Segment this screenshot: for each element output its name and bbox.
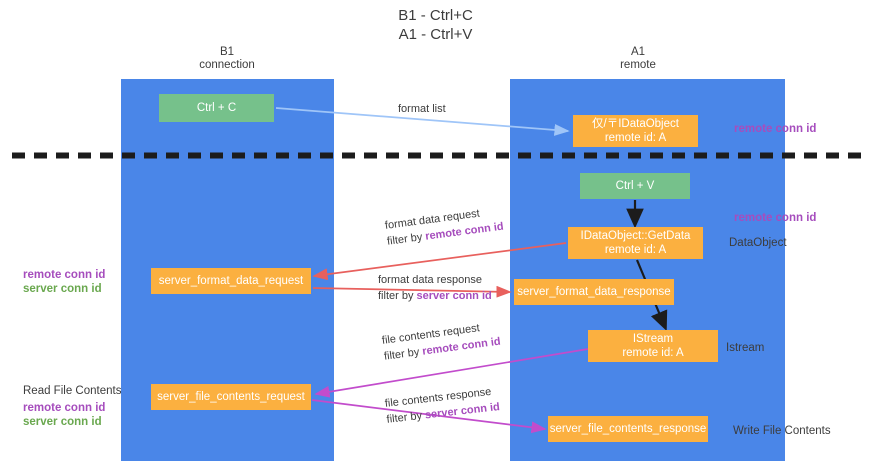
node-server-file-contents-request-label: server_file_contents_request (157, 391, 305, 403)
annotation-server-conn-id-left-bottom: server conn id (23, 416, 102, 428)
diagram-title: B1 - Ctrl+C A1 - Ctrl+V (0, 6, 871, 44)
node-istream-remote-id: remote id: A (622, 347, 684, 359)
annotation-remote-conn-id-left-middle: remote conn id (23, 269, 106, 281)
title-line-1: B1 - Ctrl+C (398, 7, 473, 24)
column-header-b1: B1 connection (147, 46, 307, 72)
node-idataobject-title: 仅/〒IDataObject (592, 118, 679, 130)
arrow-label-file-contents-request: file contents request filter by remote c… (381, 318, 502, 365)
filter-key-server-conn-id-1: server conn id (416, 290, 492, 302)
filter-by-text-3: filter by (383, 346, 421, 363)
arrow-label-format-list: format list (398, 103, 446, 115)
node-ctrl-v-label: Ctrl + V (615, 180, 655, 192)
node-idataobject[interactable]: 仅/〒IDataObject remote id: A (573, 115, 698, 147)
node-ctrl-c-label: Ctrl + C (196, 102, 237, 114)
arrow-label-format-data-response: format data response filter by server co… (378, 272, 492, 304)
node-server-format-data-response[interactable]: server_format_data_response (514, 279, 674, 305)
annotation-conn-ids-bottom: remote conn id server conn id (23, 401, 105, 429)
annotation-istream: Istream (726, 342, 765, 354)
node-idataobject-getdata[interactable]: IDataObject::GetData remote id: A (568, 227, 703, 259)
column-header-a1-sub: remote (620, 59, 656, 71)
annotation-dataobject: DataObject (729, 237, 787, 249)
node-getdata-title: IDataObject::GetData (580, 230, 691, 242)
node-server-file-contents-request[interactable]: server_file_contents_request (151, 384, 311, 410)
filter-by-text-1: filter by (386, 231, 424, 248)
arrow-label-format-data-request: format data request filter by remote con… (384, 203, 505, 250)
node-istream-title: IStream (632, 333, 674, 345)
arrow-label-file-contents-response: file contents response filter by server … (384, 383, 501, 428)
node-ctrl-c[interactable]: Ctrl + C (159, 94, 274, 122)
node-istream[interactable]: IStream remote id: A (588, 330, 718, 362)
title-line-2: A1 - Ctrl+V (398, 26, 473, 43)
column-header-a1: A1 remote (558, 46, 718, 72)
node-server-format-data-response-label: server_format_data_response (517, 286, 671, 298)
node-server-file-contents-response[interactable]: server_file_contents_response (548, 416, 708, 442)
filter-by-text-4: filter by (386, 409, 423, 426)
node-idataobject-remote-id: remote id: A (604, 132, 667, 144)
column-header-b1-sub: connection (199, 59, 255, 71)
annotation-read-file-contents: Read File Contents (23, 385, 122, 397)
column-header-a1-name: A1 (630, 46, 646, 58)
node-server-file-contents-response-label: server_file_contents_response (549, 423, 707, 435)
arrow-label-format-data-response-line2: filter by server conn id (378, 288, 492, 304)
annotation-remote-conn-id-left-bottom: remote conn id (23, 402, 106, 414)
arrow-label-format-data-response-line1: format data response (378, 274, 482, 286)
filter-by-text-2: filter by (378, 290, 414, 302)
annotation-server-conn-id-left-middle: server conn id (23, 283, 102, 295)
annotation-write-file-contents: Write File Contents (733, 425, 831, 437)
annotation-conn-ids-middle: remote conn id server conn id (23, 268, 105, 296)
node-getdata-remote-id: remote id: A (604, 244, 667, 256)
annotation-remote-conn-id-middle: remote conn id (734, 212, 817, 224)
node-ctrl-v[interactable]: Ctrl + V (580, 173, 690, 199)
phase-divider (12, 152, 862, 159)
column-header-b1-name: B1 (219, 46, 235, 58)
node-server-format-data-request[interactable]: server_format_data_request (151, 268, 311, 294)
node-server-format-data-request-label: server_format_data_request (158, 275, 304, 287)
annotation-remote-conn-id-top: remote conn id (734, 123, 817, 135)
